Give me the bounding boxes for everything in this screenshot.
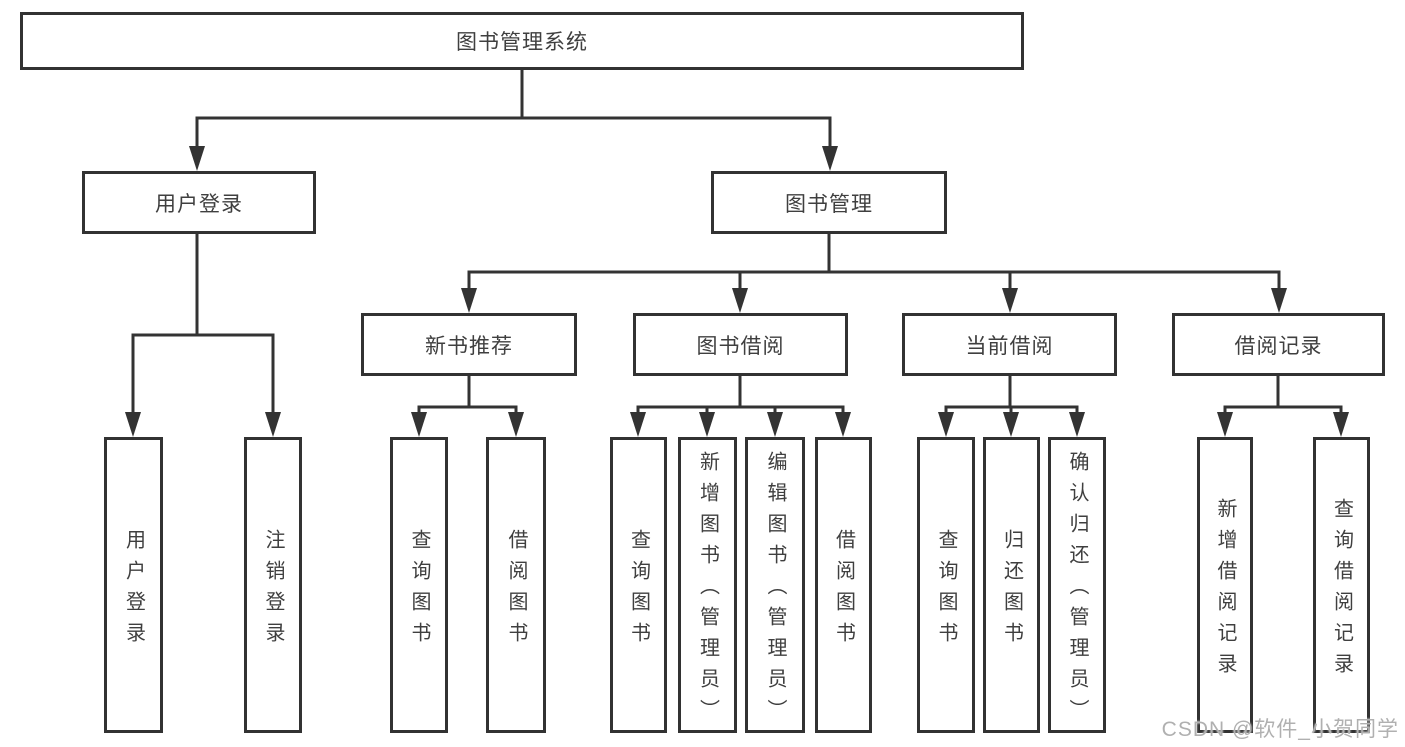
node-leaf-borrow-borrow-book-label: 借阅图书 — [832, 528, 855, 653]
node-leaf-logout-label: 注销登录 — [262, 528, 284, 653]
node-current-borrow-label: 当前借阅 — [965, 334, 1054, 358]
node-root: 图书管理系统 — [20, 12, 1024, 70]
node-leaf-recommend-query-book: 查询图书 — [390, 437, 448, 733]
arrow-down-icon — [1217, 412, 1233, 437]
arrow-down-icon — [1003, 412, 1019, 437]
node-book-borrow-label: 图书借阅 — [696, 334, 785, 358]
arrow-down-icon — [1271, 288, 1287, 313]
node-leaf-records-add-record: 新增借阅记录 — [1197, 437, 1253, 733]
node-leaf-borrow-query-book: 查询图书 — [610, 437, 667, 733]
arrow-down-icon — [265, 412, 281, 437]
arrow-down-icon — [938, 412, 954, 437]
arrow-down-icon — [835, 412, 851, 437]
node-leaf-borrow-query-book-label: 查询图书 — [627, 528, 650, 653]
arrow-down-icon — [630, 412, 646, 437]
node-leaf-current-query-book-label: 查询图书 — [935, 528, 957, 653]
connector-book-borrow-to-leaves — [630, 376, 851, 437]
node-user-login-label: 用户登录 — [155, 192, 243, 216]
arrow-down-icon — [508, 412, 524, 437]
arrow-down-icon — [732, 288, 748, 313]
node-leaf-current-return-book-label: 归还图书 — [1000, 528, 1023, 653]
arrow-down-icon — [767, 412, 783, 437]
node-leaf-logout: 注销登录 — [244, 437, 302, 733]
node-leaf-borrow-edit-book-label: 编辑图书（管理员） — [764, 451, 786, 730]
arrow-down-icon — [699, 412, 715, 437]
node-leaf-current-confirm-return: 确认归还（管理员） — [1048, 437, 1106, 733]
arrow-down-icon — [461, 288, 477, 313]
arrow-down-icon — [411, 412, 427, 437]
arrow-down-icon — [125, 412, 141, 437]
node-leaf-current-query-book: 查询图书 — [917, 437, 975, 733]
node-leaf-user-login-label: 用户登录 — [122, 528, 145, 653]
node-current-borrow: 当前借阅 — [902, 313, 1117, 376]
arrow-down-icon — [1002, 288, 1018, 313]
arrow-down-icon — [1333, 412, 1349, 437]
node-leaf-records-query-record: 查询借阅记录 — [1313, 437, 1370, 733]
arrow-down-icon — [822, 146, 838, 171]
node-new-book-recommend-label: 新书推荐 — [425, 334, 513, 358]
node-borrow-records: 借阅记录 — [1172, 313, 1385, 376]
connector-book-management-to-level3 — [461, 234, 1287, 313]
node-leaf-borrow-edit-book: 编辑图书（管理员） — [745, 437, 805, 733]
node-leaf-current-return-book: 归还图书 — [983, 437, 1040, 733]
node-leaf-borrow-borrow-book: 借阅图书 — [815, 437, 872, 733]
node-user-login: 用户登录 — [82, 171, 316, 234]
node-leaf-records-add-record-label: 新增借阅记录 — [1214, 497, 1236, 684]
node-leaf-recommend-borrow-book-label: 借阅图书 — [505, 528, 527, 653]
node-leaf-current-confirm-return-label: 确认归还（管理员） — [1066, 451, 1088, 730]
connector-root-to-level2 — [189, 70, 838, 171]
node-root-label: 图书管理系统 — [456, 31, 588, 54]
connector-new-book-recommend-to-leaves — [411, 376, 524, 437]
node-leaf-recommend-query-book-label: 查询图书 — [408, 528, 430, 653]
connector-borrow-records-to-leaves — [1217, 376, 1349, 437]
csdn-watermark: CSDN @软件_小贺同学 — [1161, 718, 1399, 741]
node-leaf-user-login: 用户登录 — [104, 437, 163, 733]
node-book-management-label: 图书管理 — [785, 192, 873, 216]
node-book-management: 图书管理 — [711, 171, 947, 234]
connector-user-login-to-leaves — [125, 234, 281, 437]
arrow-down-icon — [189, 146, 205, 171]
node-new-book-recommend: 新书推荐 — [361, 313, 577, 376]
arrow-down-icon — [1069, 412, 1085, 437]
node-borrow-records-label: 借阅记录 — [1234, 334, 1323, 358]
node-leaf-borrow-add-book: 新增图书（管理员） — [678, 437, 737, 733]
connector-current-borrow-to-leaves — [938, 376, 1085, 437]
node-leaf-recommend-borrow-book: 借阅图书 — [486, 437, 546, 733]
node-leaf-borrow-add-book-label: 新增图书（管理员） — [696, 451, 719, 730]
node-book-borrow: 图书借阅 — [633, 313, 848, 376]
node-leaf-records-query-record-label: 查询借阅记录 — [1330, 497, 1353, 684]
